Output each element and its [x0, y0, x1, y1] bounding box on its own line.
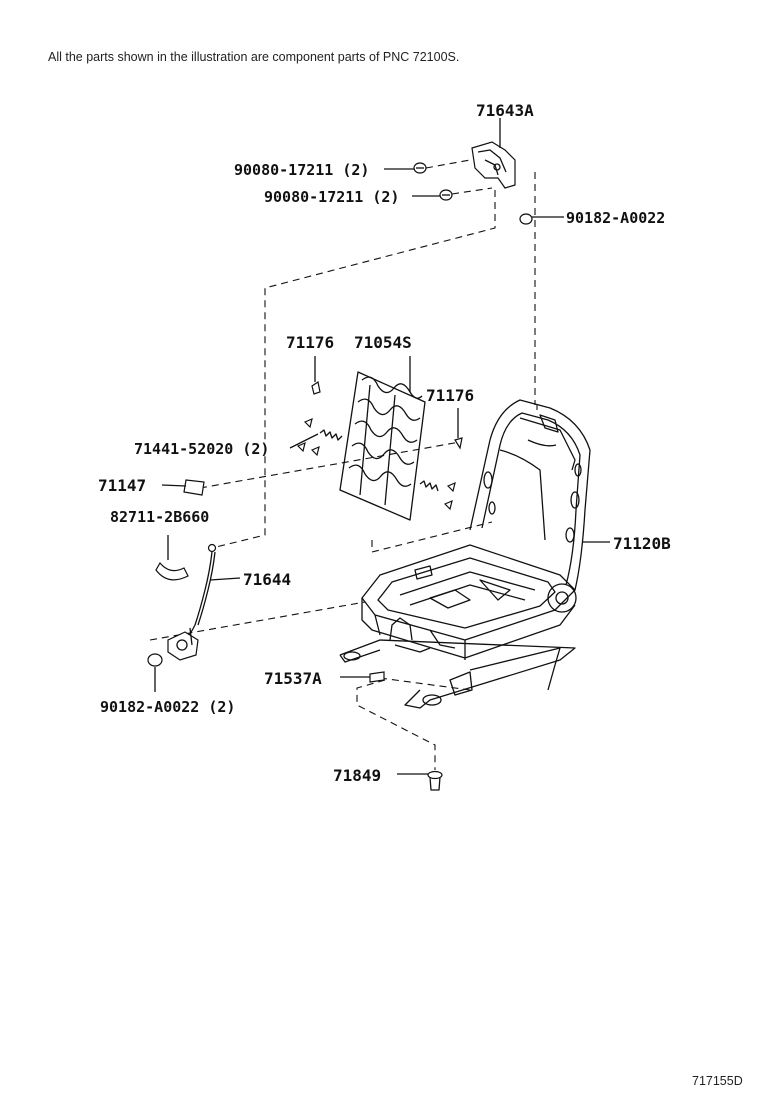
label-71537a: 71537A	[264, 669, 322, 688]
label-90182-bottom: 90182-A0022 (2)	[100, 698, 235, 716]
label-71176-left: 71176	[286, 333, 334, 352]
clip-71176-left	[311, 356, 321, 395]
label-71176-right: 71176	[426, 386, 474, 405]
spring-71441-lower	[419, 480, 456, 511]
clip-71176-right	[454, 408, 463, 450]
label-90080-upper: 90080-17211 (2)	[234, 161, 369, 179]
seat-frame-71120b	[339, 399, 610, 709]
nut-90182-top	[519, 213, 564, 225]
diagram-code: 717155D	[692, 1074, 743, 1088]
nut-90080-lower	[412, 187, 493, 201]
spring-mat-71054s	[339, 356, 426, 521]
label-71441: 71441-52020 (2)	[134, 440, 269, 458]
label-71537a-part	[340, 671, 385, 683]
clip-82711	[155, 535, 189, 581]
adjuster-mechanism	[147, 627, 199, 692]
label-82711: 82711-2B660	[110, 508, 209, 526]
label-71849: 71849	[333, 766, 381, 785]
spring-71441-upper	[289, 417, 343, 457]
nut-90080-upper	[384, 159, 471, 174]
pnc-note: All the parts shown in the illustration …	[48, 50, 459, 64]
label-90080-lower: 90080-17211 (2)	[264, 188, 399, 206]
label-71147: 71147	[98, 476, 146, 495]
cable-71644	[184, 543, 241, 641]
label-90182-top: 90182-A0022	[566, 209, 665, 227]
pad-71147	[161, 479, 205, 496]
label-71643a: 71643A	[476, 101, 534, 120]
bracket-71643a	[471, 118, 516, 189]
label-71054s: 71054S	[354, 333, 412, 352]
label-71644: 71644	[243, 570, 291, 589]
bolt-71849	[397, 770, 443, 791]
label-71120b: 71120B	[613, 534, 671, 553]
